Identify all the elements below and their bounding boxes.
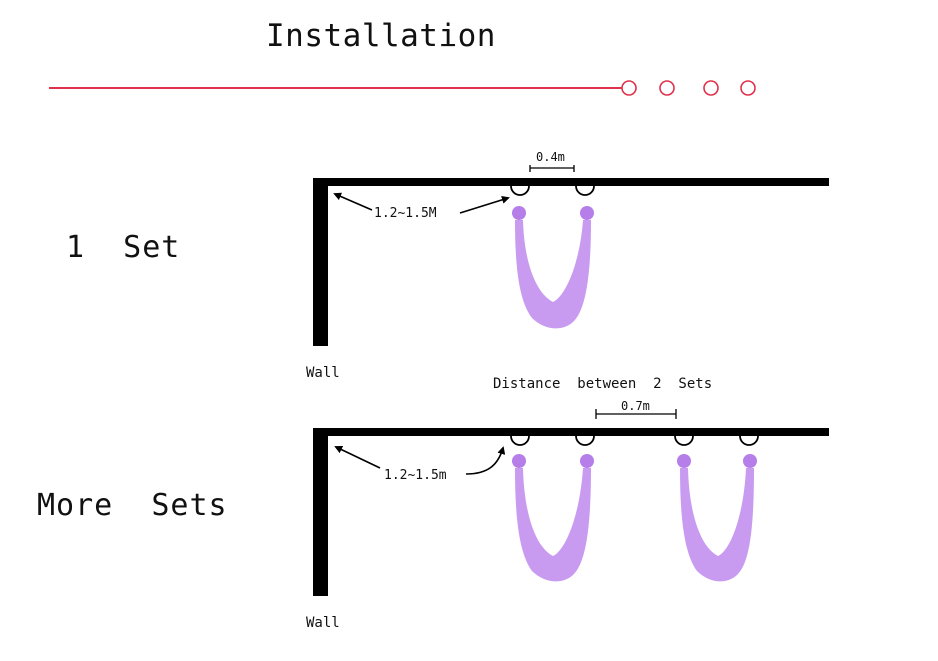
wall-distance-label: 1.2~1.5m	[384, 468, 447, 483]
progress-step-1-icon[interactable]	[621, 80, 637, 96]
one-set-diagram: Wall 1.2~1.5M 0.4m	[306, 150, 829, 381]
hook-spacing-bracket	[529, 165, 575, 172]
between-sets-bracket	[595, 409, 677, 419]
hook-icon	[575, 185, 595, 196]
wall	[313, 428, 328, 596]
wall-label: Wall	[306, 365, 340, 381]
between-sets-caption: Distance between 2 Sets	[493, 376, 712, 392]
hook-icon	[575, 435, 595, 446]
more-sets-label: More Sets	[37, 488, 228, 523]
wall-distance-arrow-right	[459, 195, 510, 214]
ceiling-beam	[313, 178, 829, 186]
between-sets-label: 0.7m	[621, 399, 650, 413]
progress-step-3-icon[interactable]	[703, 80, 719, 96]
wall	[313, 178, 328, 346]
wall-distance-arrow-left	[334, 445, 381, 469]
more-sets-diagram: Distance between 2 Sets 0.7m Wall 1.2~1.…	[306, 376, 829, 631]
hammock-icon	[512, 206, 594, 329]
hook-icon	[674, 435, 694, 446]
hook-icon	[510, 435, 530, 446]
page-title: Installation	[266, 18, 496, 54]
one-set-label: 1 Set	[66, 230, 181, 265]
wall-distance-arrow-left	[333, 192, 373, 211]
ceiling-beam	[313, 428, 829, 436]
hook-icon	[510, 185, 530, 196]
wall-label: Wall	[306, 615, 340, 631]
wall-distance-label: 1.2~1.5M	[374, 206, 437, 221]
hook-icon	[739, 435, 759, 446]
hook-spacing-label: 0.4m	[536, 150, 565, 164]
progress-step-2-icon[interactable]	[659, 80, 675, 96]
hammock-icon	[677, 454, 757, 582]
wall-distance-arrow-right	[465, 446, 506, 475]
progress-step-4-icon[interactable]	[740, 80, 756, 96]
step-progress-indicator	[49, 80, 756, 96]
hammock-icon	[512, 454, 594, 582]
